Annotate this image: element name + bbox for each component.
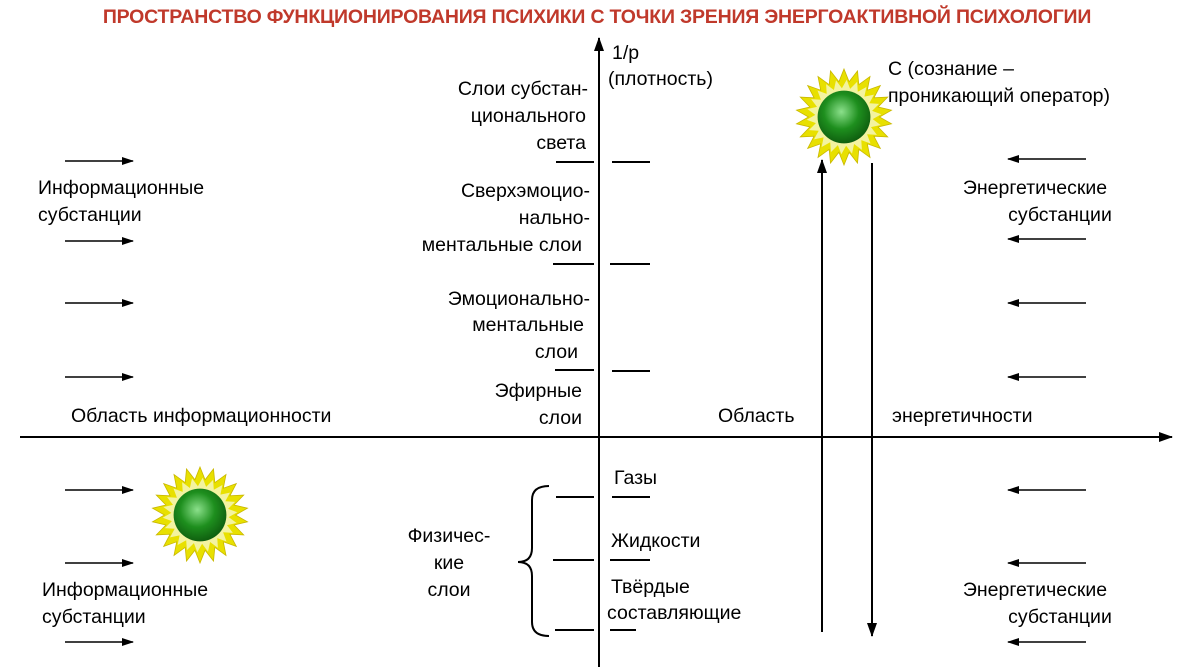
layer-ether-1: Эфирные	[494, 380, 582, 402]
physical-layers-2: кие	[433, 552, 465, 574]
physical-solids-1: Твёрдые	[611, 576, 690, 598]
layer-ether-2: слои	[538, 407, 582, 429]
sun-icon-consciousness	[795, 67, 893, 167]
sun-core	[817, 90, 871, 144]
layer-light-1: Слои субстан-	[457, 78, 588, 100]
physical-liquids: Жидкости	[611, 530, 701, 552]
info-substances-top-2: субстанции	[38, 204, 142, 226]
area-information-label: Область информационности	[71, 405, 332, 427]
layer-super-1: Сверхэмоцио-	[460, 180, 590, 202]
info-substances-bottom-1: Информационные	[42, 579, 209, 601]
area-energy-label-right: энергетичности	[892, 405, 1033, 427]
area-energy-label-left: Область	[718, 405, 795, 427]
layer-super-2: нально-	[518, 207, 590, 229]
layer-emotional-1: Эмоционально-	[447, 288, 590, 310]
physical-layers-3: слои	[427, 579, 471, 601]
layer-emotional-3: слои	[534, 341, 578, 363]
sun-icon-information	[151, 465, 249, 565]
consciousness-label-1: С (сознание –	[888, 58, 1014, 80]
energy-substances-top-1: Энергетические	[962, 177, 1108, 199]
info-substances-top-1: Информационные	[38, 177, 205, 199]
energy-substances-top-2: субстанции	[1008, 204, 1112, 226]
consciousness-label-2: проникающий оператор)	[888, 85, 1110, 107]
layer-light-3: света	[536, 132, 586, 154]
physical-layers-1: Физичес-	[407, 525, 491, 547]
info-substances-bottom-2: субстанции	[42, 606, 146, 628]
layer-emotional-2: ментальные	[472, 314, 584, 336]
sun-core	[173, 488, 227, 542]
y-axis-label-2: (плотность)	[608, 68, 713, 90]
layer-super-3: ментальные слои	[421, 234, 582, 256]
physical-gases: Газы	[614, 467, 658, 489]
energy-substances-bottom-1: Энергетические	[962, 579, 1108, 601]
physical-solids-2: составляющие	[607, 602, 742, 624]
diagram-title: ПРОСТРАНСТВО ФУНКЦИОНИРОВАНИЯ ПСИХИКИ С …	[102, 6, 1092, 28]
physical-layers-brace	[517, 485, 550, 637]
energy-substances-bottom-2: субстанции	[1008, 606, 1112, 628]
y-axis-label-1: 1/р	[612, 42, 640, 64]
layer-light-2: ционального	[470, 105, 586, 127]
